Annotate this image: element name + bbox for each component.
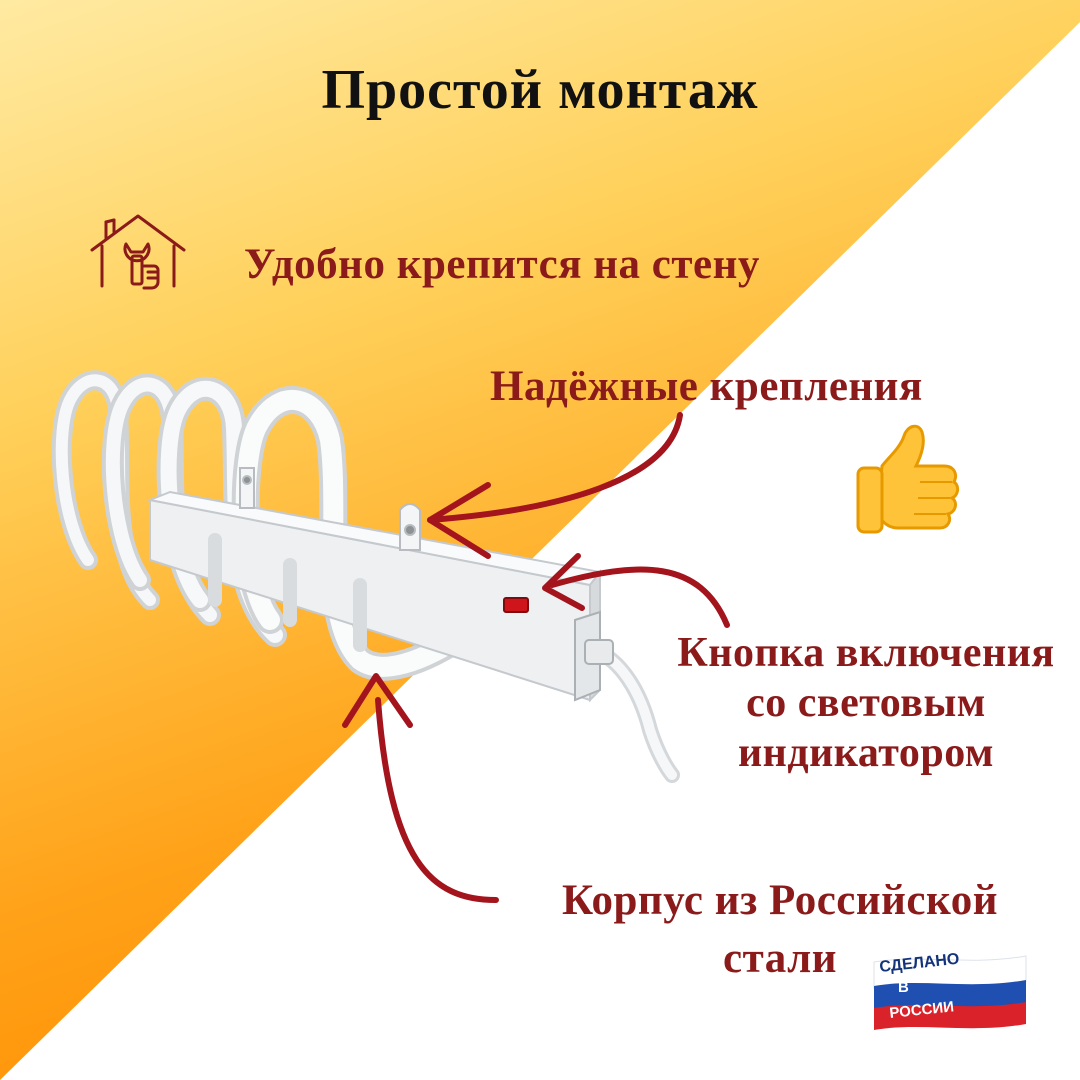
feature-steel-body: Корпус из Российской стали: [520, 872, 1040, 988]
arrow-to-switch: [549, 566, 730, 628]
badge-line3: РОССИИ: [889, 998, 955, 1022]
feature-power-button: Кнопка включения со световым индикатором: [664, 628, 1068, 778]
feature-power-button-line1: Кнопка включения: [677, 630, 1055, 676]
arrow-to-body: [375, 697, 499, 903]
arrow-head-body: [342, 673, 413, 728]
feature-wall-mount: Удобно крепится на стену: [244, 241, 760, 288]
badge-line2: В: [898, 979, 909, 996]
made-in-russia-badge: СДЕЛАНО В РОССИИ: [873, 951, 1027, 1030]
arrow-head-switch: [542, 553, 585, 611]
feature-reliable-mounts: Надёжные крепления: [490, 363, 923, 410]
page-title: Простой монтаж: [321, 59, 759, 121]
feature-power-button-line3: индикатором: [737, 730, 995, 776]
feature-power-button-line2: со световым: [746, 680, 986, 726]
feature-steel-body-line2: стали: [722, 935, 837, 982]
feature-steel-body-line1: Корпус из Российской: [561, 877, 999, 924]
thumbs-up-icon: [856, 424, 960, 534]
arrow-head-mounts: [427, 482, 491, 559]
house-wrench-icon: [90, 214, 186, 290]
arrow-to-mounts: [427, 412, 683, 523]
power-switch-indicator: [503, 597, 529, 613]
